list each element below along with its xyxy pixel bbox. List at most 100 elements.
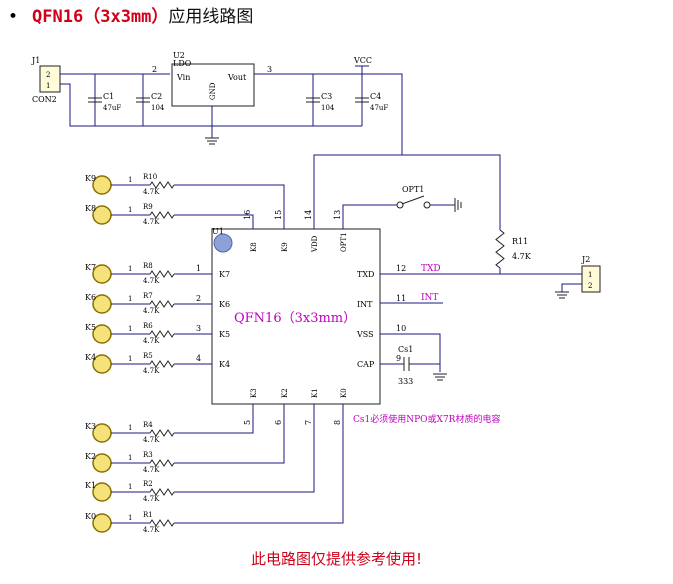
res-value: 4.7K <box>143 367 160 375</box>
key-label: K5 <box>85 323 96 332</box>
key-label: K9 <box>85 174 96 183</box>
j2-ref: J2 <box>581 255 590 264</box>
res-pin: 1 <box>128 454 132 462</box>
ground-j2 <box>555 291 569 299</box>
ground-opt <box>454 198 462 212</box>
r11-value: 4.7K <box>512 252 532 261</box>
ic-pin-num: 8 <box>333 420 342 425</box>
res-value: 4.7K <box>143 277 160 285</box>
capacitor-c1: C1 47uF <box>88 92 121 112</box>
ic-pin-right-num: 12 <box>396 264 406 273</box>
grounds <box>205 137 569 381</box>
net-labels: TXD INT Cs1必须使用NPO或X7R材质的电容 <box>353 264 500 425</box>
switch-opt1: OPT1 <box>396 185 431 209</box>
res-value: 4.7K <box>143 495 160 503</box>
res-pin: 1 <box>128 176 132 184</box>
footer-note: 此电路图仅提供参考使用! <box>250 550 422 568</box>
key-label: K4 <box>85 353 96 362</box>
opt-label: OPT1 <box>402 185 424 194</box>
ic-pin-num: 7 <box>304 420 313 425</box>
res-value: 4.7K <box>143 526 160 534</box>
res-pin: 1 <box>128 424 132 432</box>
key-label: K8 <box>85 204 96 213</box>
cap-ref: C2 <box>151 92 162 101</box>
title-size: （3x3mm） <box>83 7 169 27</box>
ic-pin-top-num: 13 <box>333 210 342 220</box>
ldo-pin-vout: 3 <box>267 65 272 74</box>
ic-pin-top-name: K8 <box>250 242 258 252</box>
res-value: 4.7K <box>143 307 160 315</box>
key-label: K6 <box>85 293 96 302</box>
res-value: 4.7K <box>143 188 160 196</box>
ldo-pin-vin: 2 <box>152 65 157 74</box>
ldo-gnd: GND <box>209 82 217 100</box>
ground-vss <box>433 373 447 381</box>
key-label: K1 <box>85 481 96 490</box>
res-ref: R4 <box>143 421 153 429</box>
ic-pin-left: K7 <box>219 270 230 279</box>
res-ref: R10 <box>143 173 157 181</box>
cap-value: 104 <box>151 104 165 112</box>
ic-pin-num: 6 <box>274 420 283 425</box>
ic-pins: K7K6K5K4K816K915VDD14OPT113TXD12INT11VSS… <box>219 210 406 398</box>
title-suffix: 应用线路图 <box>168 7 254 27</box>
title-chip: QFN16 <box>32 7 84 27</box>
ic-pin-right-name: CAP <box>357 360 375 369</box>
ic-pin-num: 5 <box>243 420 252 425</box>
res-pin: 1 <box>128 483 132 491</box>
connector-j2: J2 1 2 <box>581 255 601 293</box>
cap-value: 47uF <box>103 104 121 112</box>
res-pin: 1 <box>128 295 132 303</box>
ic-pin-num: 3 <box>196 324 201 333</box>
ic-pin-left: K4 <box>219 360 230 369</box>
res-ref: R9 <box>143 203 153 211</box>
j1-ref: J1 <box>31 56 40 65</box>
ldo-vin: Vin <box>176 73 190 82</box>
j1-pin-top: 2 <box>46 71 50 79</box>
ground-ldo <box>205 137 219 145</box>
cap-ref: Cs1 <box>398 345 413 354</box>
cap-ref: C1 <box>103 92 114 101</box>
res-pin: 1 <box>128 325 132 333</box>
key-label: K3 <box>85 422 96 431</box>
ic-pin-num: 2 <box>196 294 201 303</box>
res-pin: 1 <box>128 206 132 214</box>
ic-pin-right-num: 10 <box>396 324 406 333</box>
ic-pin-bottom: K2 <box>281 388 289 398</box>
vcc-symbol: VCC <box>353 56 372 74</box>
ic-pin-bottom: K1 <box>311 388 319 398</box>
txd-net-label: TXD <box>421 264 441 274</box>
cs1-note: Cs1必须使用NPO或X7R材质的电容 <box>353 413 500 425</box>
ic-pin-top-num: 14 <box>304 210 313 220</box>
ic-pin-right-name: INT <box>357 300 373 309</box>
bullet: • <box>8 7 19 27</box>
ic-pin-bottom: K0 <box>340 388 348 398</box>
ic-pin-top-name: K9 <box>281 242 289 252</box>
ic-ref: U1 <box>212 227 224 236</box>
j2-pin-bot: 2 <box>588 282 592 290</box>
res-value: 4.7K <box>143 466 160 474</box>
ldo-ref: U2 <box>173 51 185 60</box>
cap-value: 104 <box>321 104 335 112</box>
res-value: 4.7K <box>143 337 160 345</box>
ic-u1: U1 QFN16（3x3mm） <box>211 227 381 405</box>
ic-pin-right-num: 9 <box>396 354 401 363</box>
ic-name: QFN16（3x3mm） <box>234 311 356 326</box>
res-pin: 1 <box>128 265 132 273</box>
wires <box>60 73 582 372</box>
ldo-regulator: U2 LDO Vin Vout GND 2 3 <box>152 51 272 107</box>
vcc-label: VCC <box>353 56 372 65</box>
connector-j1: J1 CON2 2 1 <box>31 56 61 104</box>
pin1-marker <box>213 233 233 253</box>
j1-pin-bot: 1 <box>46 82 50 90</box>
